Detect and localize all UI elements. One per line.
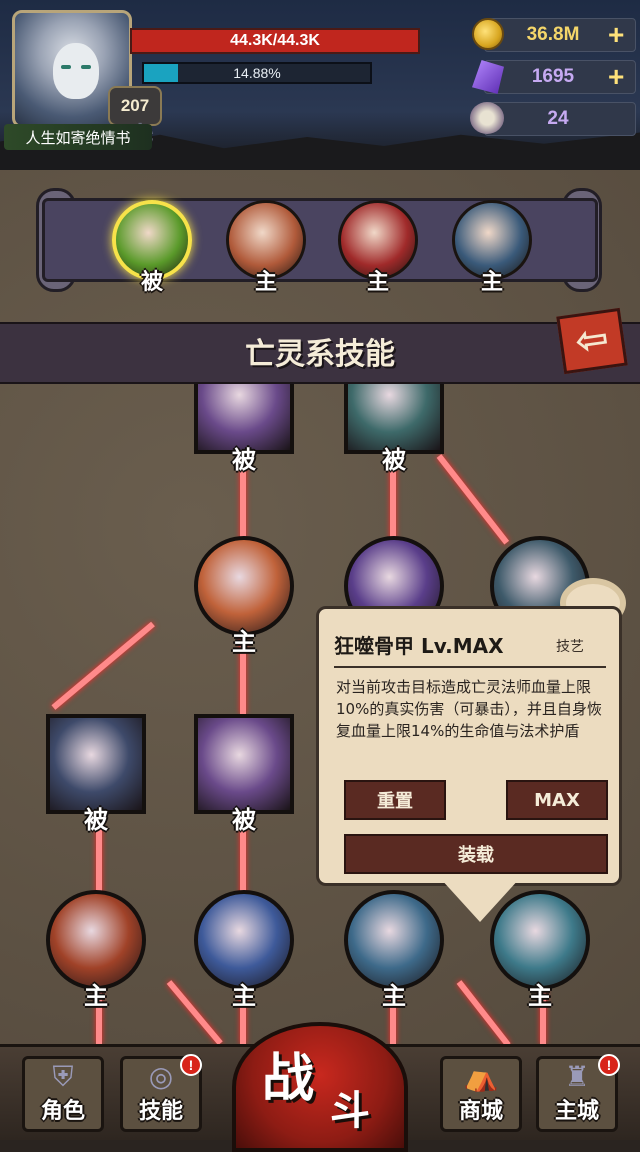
bone-claw-skill-icon[interactable]	[194, 384, 294, 454]
helmet-icon: ⛨	[52, 1060, 74, 1093]
hp-bar: 44.3K/44.3K	[130, 28, 420, 54]
equipped-skill-type-label: 被	[140, 270, 163, 295]
skill-tree-link	[240, 824, 246, 904]
tooltip-description: 对当前攻击目标造成亡灵法师血量上限10%的真实伤害（可暴击），并且自身恢复血量上…	[336, 678, 602, 740]
gem-value: 1695	[531, 66, 575, 87]
arrow-left-icon: ⇦	[572, 314, 612, 366]
equipped-skill-type-label: 主	[254, 270, 277, 295]
skill-node-type-label: 被	[232, 806, 256, 834]
skill-tree-link	[456, 980, 511, 1044]
bone-tomb-skill-icon[interactable]	[344, 384, 444, 454]
player-name: 人生如寄绝情书	[4, 124, 152, 150]
nav-skills-label: 技能	[138, 1099, 183, 1124]
ram-skull-icon	[470, 102, 504, 134]
green-branch-skill-icon[interactable]	[112, 200, 192, 280]
shadow-claw-skill-icon[interactable]	[344, 890, 444, 990]
skill-tree-link	[436, 454, 510, 545]
skill-node-type-label: 被	[232, 446, 256, 474]
skill-node-type-label: 主	[232, 628, 256, 656]
gem-counter	[484, 60, 636, 94]
tooltip-pointer	[440, 878, 520, 922]
avatar-eye	[81, 65, 91, 69]
nav-main-city[interactable]: ♜ 主城	[536, 1056, 618, 1132]
gold-coin-icon	[472, 18, 504, 50]
avatar-eye	[61, 65, 71, 69]
skill-node-type-label: 主	[382, 982, 406, 1010]
xp-bar-fill	[144, 64, 178, 82]
blood-flame-skill-icon[interactable]	[46, 890, 146, 990]
skill-tree-link	[390, 454, 396, 544]
equipped-skill-type-label: 主	[366, 270, 389, 295]
equip-button[interactable]: 装载	[344, 834, 608, 874]
add-gems-button[interactable]: +	[608, 61, 625, 92]
skill-tree-link	[96, 824, 102, 904]
skill-tree-link	[240, 634, 246, 714]
battle-label-2: 斗	[330, 1088, 370, 1134]
max-button[interactable]: MAX	[506, 780, 608, 820]
nav-main-city-label: 主城	[554, 1099, 599, 1124]
skill-tree-link	[240, 984, 246, 1044]
blood-reaper-skill-icon[interactable]	[46, 714, 146, 814]
cursed-hand-skill-icon[interactable]	[194, 714, 294, 814]
skill-node-type-label: 主	[84, 982, 108, 1010]
avatar-face	[53, 43, 99, 99]
screaming-ghoul-skill-icon[interactable]	[338, 200, 418, 280]
flaming-skulls-skill-icon[interactable]	[194, 536, 294, 636]
battle-label-1: 战	[262, 1049, 315, 1109]
skills-notification-badge: !	[180, 1054, 202, 1076]
nav-shop[interactable]: ⛺ 商城	[440, 1056, 522, 1132]
hooded-reaper-skill-icon[interactable]	[452, 200, 532, 280]
skill-tree-link	[96, 984, 102, 1044]
screaming-ghoul-skill-icon[interactable]	[194, 890, 294, 990]
tent-icon: ⛺	[463, 1060, 499, 1093]
gold-value: 36.8M	[526, 24, 580, 45]
xp-percent: 14.88%	[233, 65, 281, 81]
tooltip-skill-name: 狂噬骨甲 Lv.MAX	[334, 634, 504, 658]
tooltip-skill-tag: 技艺	[556, 639, 584, 655]
main-city-notification-badge: !	[598, 1054, 620, 1076]
soul-value: 24	[547, 108, 569, 129]
soul-counter	[484, 102, 636, 136]
hp-text: 44.3K/44.3K	[230, 32, 320, 49]
skill-tree-link	[540, 984, 546, 1044]
reset-button[interactable]: 重置	[344, 780, 446, 820]
xp-bar: 14.88%	[142, 62, 372, 84]
skill-tree-link	[166, 980, 223, 1044]
nav-character[interactable]: ⛨ 角色	[22, 1056, 104, 1132]
battle-button[interactable]	[232, 1022, 408, 1152]
player-level-badge: 207	[108, 86, 162, 126]
add-gold-button[interactable]: +	[608, 19, 625, 50]
nav-shop-label: 商城	[458, 1099, 503, 1124]
tooltip-divider	[334, 666, 606, 668]
skill-node-type-label: 被	[382, 446, 406, 474]
skill-node-type-label: 主	[528, 982, 552, 1010]
equipped-skill-type-label: 主	[480, 270, 503, 295]
castle-icon: ♜	[564, 1060, 590, 1093]
flaming-skulls-skill-icon[interactable]	[226, 200, 306, 280]
skill-tree-link	[390, 984, 396, 1044]
nav-character-label: 角色	[40, 1099, 85, 1124]
back-button[interactable]: ⇦	[556, 307, 628, 375]
skill-node-type-label: 主	[232, 982, 256, 1010]
skill-tree-link	[51, 621, 155, 710]
section-title-bar	[0, 322, 640, 384]
section-title: 亡灵系技能	[245, 337, 395, 372]
swirl-icon: ◎	[148, 1060, 174, 1093]
skill-tree-link	[240, 454, 246, 544]
skill-node-type-label: 被	[84, 806, 108, 834]
